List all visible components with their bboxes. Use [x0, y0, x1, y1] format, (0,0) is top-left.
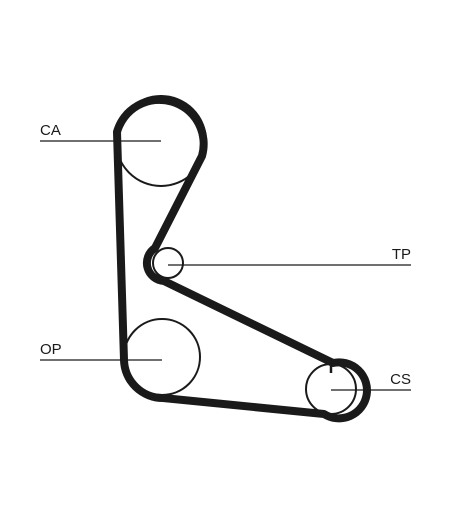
label-ca: CA — [40, 122, 61, 139]
label-tp: TP — [392, 246, 411, 263]
label-op: OP — [40, 341, 62, 358]
timing-belt — [113, 95, 371, 423]
label-cs: CS — [390, 371, 411, 388]
tensioner-pulley — [152, 247, 184, 279]
